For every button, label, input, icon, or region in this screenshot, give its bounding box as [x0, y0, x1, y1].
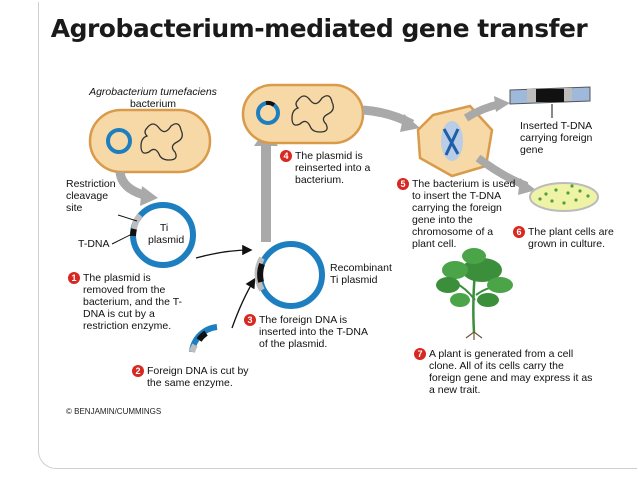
step-7: 7 A plant is generated from a cell clone…: [414, 348, 595, 396]
bacterium-1: [88, 108, 212, 174]
plant: [436, 248, 513, 340]
step-5-badge: 5: [397, 178, 409, 190]
step-7-text: A plant is generated from a cell clone. …: [429, 348, 593, 396]
step-6-badge: 6: [513, 226, 525, 238]
copyright-credit: © BENJAMIN/CUMMINGS: [66, 407, 162, 416]
step-5: 5 The bacterium is used to insert the T-…: [397, 178, 516, 250]
step-2-text: Foreign DNA is cut by the same enzyme.: [147, 365, 249, 389]
step-1: 1 The plasmid is removed from the bacter…: [68, 272, 191, 332]
foreign-dna-fragment: [189, 324, 218, 353]
step-6: 6 The plant cells are grown in culture.: [513, 226, 628, 250]
ti-plasmid: [130, 202, 196, 268]
recombinant-plasmid: [254, 241, 325, 309]
recombinant-plasmid-label: Recombinant Ti plasmid: [330, 262, 392, 286]
step-1-badge: 1: [68, 272, 80, 284]
step-2: 2 Foreign DNA is cut by the same enzyme.: [132, 365, 265, 389]
step-7-badge: 7: [414, 348, 426, 360]
bacterium-2: [241, 83, 365, 145]
step-6-text: The plant cells are grown in culture.: [528, 226, 614, 250]
petri-dish: [529, 182, 599, 212]
step-3: 3 The foreign DNA is inserted into the T…: [244, 314, 377, 350]
step-5-text: The bacterium is used to insert the T-DN…: [412, 178, 516, 250]
step-3-text: The foreign DNA is inserted into the T-D…: [259, 314, 368, 350]
restriction-site-label: Restriction cleavage site: [66, 178, 116, 214]
bacterium-name-label: Agrobacterium tumefaciens: [89, 86, 217, 98]
step-2-badge: 2: [132, 365, 144, 377]
ti-plasmid-label: Ti plasmid: [148, 222, 185, 246]
bacterium-label: bacterium: [129, 98, 177, 110]
slide-frame: [38, 2, 637, 469]
step-4-badge: 4: [280, 150, 292, 162]
inserted-tdna-chromosome: [509, 86, 591, 105]
inserted-tdna-label: Inserted T-DNA carrying foreign gene: [520, 120, 593, 156]
step-1-text: The plasmid is removed from the bacteriu…: [83, 272, 183, 332]
slide-title: Agrobacterium-mediated gene transfer: [50, 14, 588, 43]
plant-cell: [416, 104, 494, 178]
step-4: 4 The plasmid is reinserted into a bacte…: [280, 150, 395, 186]
t-dna-label: T-DNA: [78, 238, 110, 250]
step-4-text: The plasmid is reinserted into a bacteri…: [295, 150, 371, 186]
step-3-badge: 3: [244, 314, 256, 326]
